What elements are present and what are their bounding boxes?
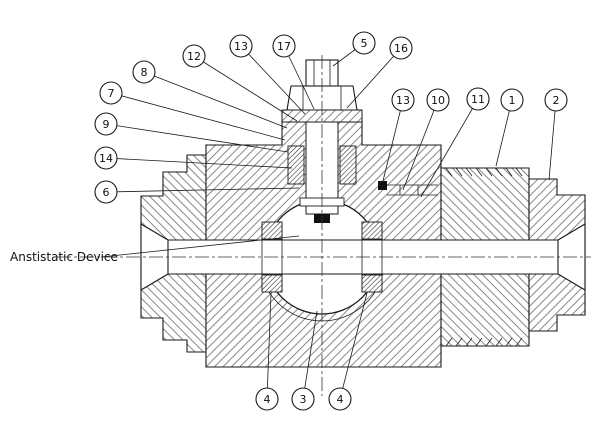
leader-8 xyxy=(143,71,288,129)
svg-text:6: 6 xyxy=(103,186,110,199)
callout-5: 5 xyxy=(352,31,376,55)
svg-text:17: 17 xyxy=(277,40,291,53)
callout-3: 3 xyxy=(291,387,315,411)
svg-text:7: 7 xyxy=(108,87,115,100)
callout-17: 17 xyxy=(272,34,296,58)
body-seal xyxy=(378,181,387,190)
leader-antistatic xyxy=(100,235,300,258)
leader-4b xyxy=(339,292,368,400)
svg-text:5: 5 xyxy=(361,37,368,50)
left-packing xyxy=(287,145,305,185)
body-seal-detail xyxy=(378,181,438,196)
leader-4a xyxy=(266,292,272,400)
svg-text:4: 4 xyxy=(337,393,344,406)
leader-17 xyxy=(283,45,315,110)
callout-10: 10 xyxy=(426,88,450,112)
svg-text:13: 13 xyxy=(396,94,410,107)
svg-text:8: 8 xyxy=(141,66,148,79)
svg-text:16: 16 xyxy=(394,42,408,55)
svg-text:12: 12 xyxy=(187,50,201,63)
left-seat xyxy=(261,221,283,293)
leader-2 xyxy=(548,99,557,181)
leader-14 xyxy=(105,157,293,169)
callout-12: 12 xyxy=(182,44,206,68)
callout-1: 1 xyxy=(500,88,524,112)
callout-4-right: 4 xyxy=(328,387,352,411)
callout-14: 14 xyxy=(94,146,118,170)
centerlines xyxy=(57,55,591,396)
callout-6: 6 xyxy=(94,180,118,204)
callout-13-right: 13 xyxy=(391,88,415,112)
svg-text:14: 14 xyxy=(99,152,113,165)
svg-text:1: 1 xyxy=(509,94,516,107)
leader-lines xyxy=(100,42,557,400)
callouts: 12 13 17 5 16 8 7 9 xyxy=(94,31,568,411)
callout-4-left: 4 xyxy=(255,387,279,411)
callout-7: 7 xyxy=(99,81,123,105)
right-seat-lower-seal xyxy=(361,274,383,293)
antistatic-label: Anstistatic Device xyxy=(10,250,118,264)
svg-text:10: 10 xyxy=(431,94,445,107)
leader-16 xyxy=(346,47,402,109)
svg-text:9: 9 xyxy=(103,118,110,131)
left-seat-upper-seal xyxy=(261,221,283,240)
leader-6 xyxy=(105,187,300,193)
leader-11 xyxy=(420,98,479,198)
leader-13b xyxy=(382,99,404,182)
callout-13-upper: 13 xyxy=(229,34,253,58)
svg-text:11: 11 xyxy=(471,93,485,106)
right-seat-upper-seal xyxy=(361,221,383,240)
leader-3 xyxy=(302,310,318,400)
svg-text:3: 3 xyxy=(300,393,307,406)
svg-text:13: 13 xyxy=(234,40,248,53)
callout-8: 8 xyxy=(132,60,156,84)
leader-12 xyxy=(193,55,298,122)
callout-2: 2 xyxy=(544,88,568,112)
callout-16: 16 xyxy=(389,36,413,60)
callout-9: 9 xyxy=(94,112,118,136)
leader-7 xyxy=(110,92,286,141)
svg-text:4: 4 xyxy=(264,393,271,406)
thread-ticks xyxy=(445,167,523,347)
leader-10 xyxy=(402,99,439,191)
leader-9 xyxy=(105,123,289,153)
right-packing xyxy=(339,145,357,185)
left-seat-lower-seal xyxy=(261,274,283,293)
svg-text:2: 2 xyxy=(553,94,560,107)
svg-text:Anstistatic Device: Anstistatic Device xyxy=(10,250,118,264)
leader-13a xyxy=(240,45,306,115)
callout-11: 11 xyxy=(466,87,490,111)
